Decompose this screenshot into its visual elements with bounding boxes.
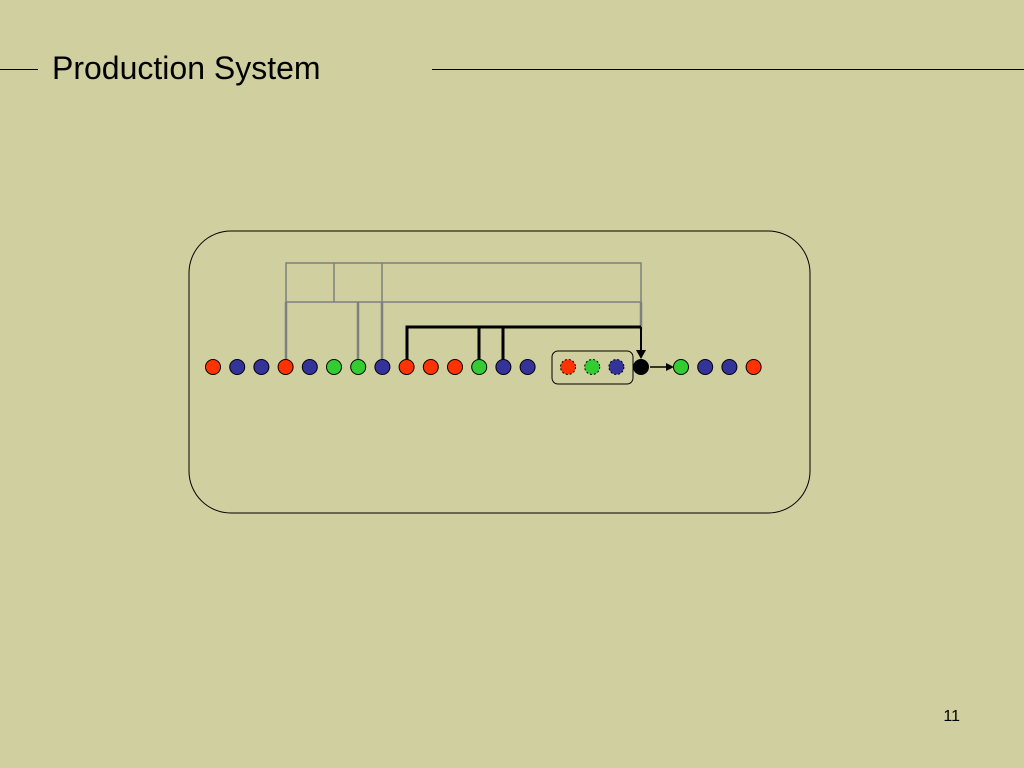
sequence-dots (205, 359, 536, 375)
black-bracket (405, 325, 641, 360)
title-rule-left (0, 69, 38, 70)
sequence-dot-10 (422, 359, 439, 375)
sequence-dot-2 (229, 359, 246, 375)
sequence-dot-12 (471, 359, 488, 375)
produced-dot-3 (721, 359, 738, 375)
sequence-dot-5 (301, 359, 318, 375)
page-number: 11 (943, 708, 960, 725)
working-memory-frame (188, 230, 811, 514)
produced-dot-2 (697, 359, 714, 375)
sequence-dot-11 (447, 359, 463, 375)
sequence-dot-13 (495, 359, 512, 375)
pattern-dot-1 (560, 359, 576, 375)
sequence-dot-4 (277, 359, 294, 375)
title-rule-right (432, 69, 1024, 70)
pattern-box (551, 350, 634, 385)
gray-match-lines (284, 262, 643, 360)
pattern-dots (560, 359, 625, 375)
output-dot (633, 359, 649, 375)
produced-dots (673, 359, 762, 375)
sequence-dot-6 (326, 359, 342, 375)
produced-dot-1 (673, 359, 689, 375)
down-arrow-head (636, 350, 646, 359)
output-dot (633, 359, 649, 375)
pattern-dot-2 (584, 359, 601, 375)
sequence-dot-1 (205, 359, 221, 375)
gray-bracket-outer (285, 262, 642, 303)
sequence-dot-14 (519, 359, 536, 375)
sequence-dot-9 (398, 359, 415, 375)
sequence-dot-8 (374, 359, 391, 375)
sequence-dot-7 (350, 359, 367, 375)
right-arrow-head (666, 363, 674, 371)
page-title: Production System (52, 50, 321, 86)
black-match-lines (405, 325, 641, 360)
pattern-dot-3 (608, 359, 625, 375)
produced-dot-4 (745, 359, 762, 375)
sequence-dot-3 (253, 359, 270, 375)
